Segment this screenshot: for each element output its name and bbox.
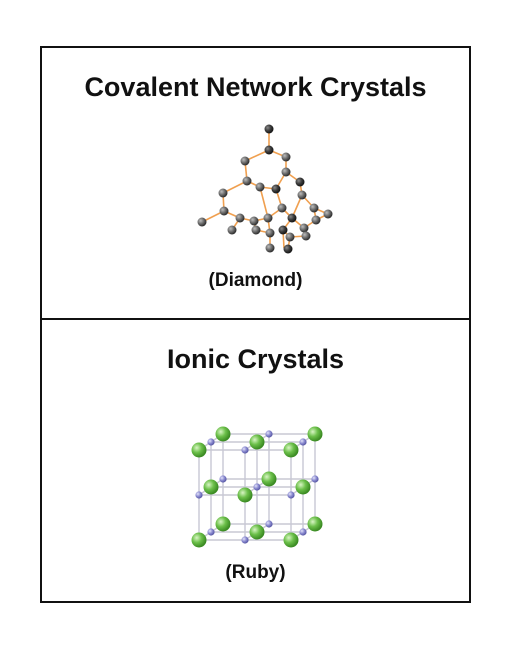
large-ion <box>237 487 253 503</box>
ionic-atoms <box>191 426 323 548</box>
small-ion <box>287 491 295 499</box>
large-ion <box>307 426 323 442</box>
large-ion <box>261 471 277 487</box>
large-ion <box>283 532 299 548</box>
covalent-network-caption: (Diamond) <box>208 270 303 291</box>
ionic-lattice-icon <box>191 426 323 548</box>
small-ion <box>207 528 215 536</box>
ionic-crystals-panel: Ionic Crystals (Ruby) <box>42 320 469 601</box>
ionic-crystals-title: Ionic Crystals <box>166 344 345 374</box>
large-ion <box>249 434 265 450</box>
small-ion <box>195 491 203 499</box>
large-ion <box>203 479 219 495</box>
small-ion <box>219 475 227 483</box>
small-ion <box>299 528 307 536</box>
small-ion <box>241 446 249 454</box>
small-ion <box>207 438 215 446</box>
large-ion <box>283 442 299 458</box>
diamond-atoms <box>197 124 333 254</box>
covalent-network-title: Covalent Network Crystals <box>84 72 427 102</box>
large-ion <box>215 426 231 442</box>
ionic-crystals-caption: (Ruby) <box>225 562 286 583</box>
large-ion <box>249 524 265 540</box>
small-ion <box>241 536 249 544</box>
small-ion <box>265 430 273 438</box>
large-ion <box>295 479 311 495</box>
small-ion <box>253 483 261 491</box>
diamond-bonds <box>201 129 329 250</box>
diamond-lattice-icon <box>197 124 333 254</box>
crystal-types-card: Covalent Network Crystals <box>40 46 471 603</box>
small-ion <box>311 475 319 483</box>
large-ion <box>191 532 207 548</box>
large-ion <box>215 516 231 532</box>
small-ion <box>265 520 273 528</box>
small-ion <box>299 438 307 446</box>
covalent-network-panel: Covalent Network Crystals <box>42 48 469 318</box>
section-divider <box>42 318 469 320</box>
large-ion <box>191 442 207 458</box>
large-ion <box>307 516 323 532</box>
